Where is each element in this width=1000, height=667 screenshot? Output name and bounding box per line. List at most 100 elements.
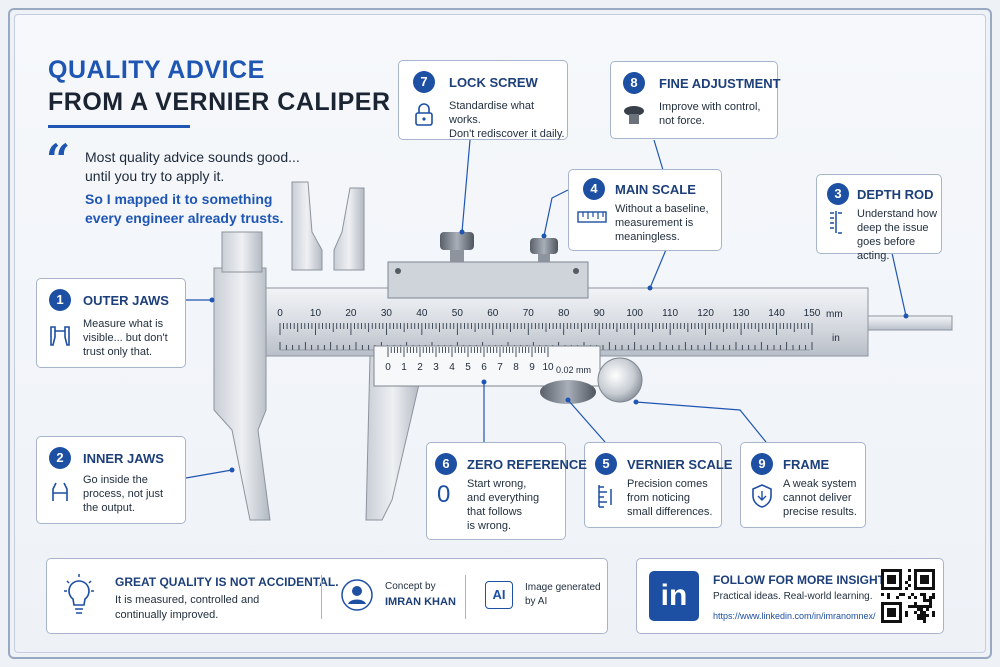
ai-chip-icon: AI: [485, 581, 513, 609]
card-text: Go inside the process, not just the outp…: [83, 474, 164, 514]
thumb-wheel: [540, 380, 596, 404]
card-title: FRAME: [783, 457, 830, 472]
shield-icon: [752, 484, 772, 508]
main-scale-label: 90: [593, 308, 605, 319]
card-title: VERNIER SCALE: [627, 457, 733, 472]
unit-mm: mm: [826, 309, 843, 320]
vernier-label: 7: [497, 362, 503, 373]
linkedin-icon[interactable]: in: [649, 571, 699, 621]
qr-code-icon[interactable]: [881, 569, 935, 623]
follow-title: FOLLOW FOR MORE INSIGHTS: [713, 573, 893, 587]
vernier-label: 0: [385, 362, 391, 373]
outer-jaws-icon: [50, 326, 70, 346]
card-depth-rod: 3 DEPTH ROD Understand how deep the issu…: [816, 174, 942, 262]
main-scale-label: 50: [451, 308, 463, 319]
fine-screw-knob: [530, 238, 558, 262]
fine-adjust-wheel: [597, 357, 643, 403]
intro-strong-line1: So I mapped it to something: [85, 191, 273, 207]
main-scale-label: 100: [626, 308, 643, 319]
main-scale-label: 0: [277, 308, 283, 319]
card-text: Precision comes from noticing small diff…: [627, 478, 713, 518]
badge-6: 6: [435, 453, 457, 475]
zero-icon: 0: [437, 481, 451, 508]
page-title-line1: QUALITY ADVICE: [48, 56, 265, 84]
quality-text: It is measured, controlled and continual…: [115, 594, 260, 621]
lock-screw-knob: [440, 232, 474, 262]
intro-line2: until you try to apply it.: [85, 168, 225, 184]
card-title: FINE ADJUSTMENT: [659, 76, 781, 91]
follow-text: Practical ideas. Real-world learning.: [713, 591, 873, 602]
card-text: Standardise what works. Don't rediscover…: [449, 100, 565, 140]
card-inner-jaws: 2 INNER JAWS Go inside the process, not …: [36, 436, 186, 524]
main-scale-label: 80: [558, 308, 570, 319]
main-scale-label: 130: [732, 308, 750, 319]
main-scale-label: 40: [416, 308, 428, 319]
card-text: A weak system cannot deliver precise res…: [783, 478, 857, 518]
vernier-label: 6: [481, 362, 487, 373]
card-title: OUTER JAWS: [83, 293, 169, 308]
vernier-label: 8: [513, 362, 519, 373]
card-fine-adjustment: 8 FINE ADJUSTMENT Improve with control, …: [610, 61, 781, 139]
badge-8: 8: [623, 72, 645, 94]
footer-follow-panel: in FOLLOW FOR MORE INSIGHTS Practical id…: [636, 558, 944, 634]
depth-rod-icon: [830, 211, 842, 234]
outer-frame: [8, 8, 992, 659]
vernier-resolution: 0.02 mm: [556, 365, 592, 375]
divider: [321, 575, 322, 619]
quote-icon: “: [46, 135, 71, 184]
slider-head: [387, 261, 589, 299]
badge-2: 2: [49, 447, 71, 469]
vernier-scale-icon: [598, 485, 612, 508]
vernier-label: 3: [433, 362, 439, 373]
linkedin-url[interactable]: https://www.linkedin.com/in/imranomnex/: [713, 611, 876, 621]
main-scale-label: 60: [487, 308, 499, 319]
quality-title: GREAT QUALITY IS NOT ACCIDENTAL.: [115, 575, 339, 589]
unit-in: in: [832, 333, 840, 344]
card-title: LOCK SCREW: [449, 75, 538, 90]
card-text: Without a baseline, measurement is meani…: [615, 203, 709, 243]
badge-3: 3: [827, 183, 849, 205]
card-title: MAIN SCALE: [615, 182, 696, 197]
divider: [465, 575, 466, 619]
badge-7: 7: [413, 71, 435, 93]
intro-strong-line2: every engineer already trusts.: [85, 210, 284, 226]
vernier-label: 2: [417, 362, 423, 373]
main-scale-ticks: [279, 323, 813, 350]
card-zero-reference: 6 ZERO REFERENCE 0 Start wrong, and ever…: [426, 442, 587, 540]
intro-line1: Most quality advice sounds good...: [85, 149, 300, 165]
user-icon: [341, 579, 373, 611]
card-title: DEPTH ROD: [857, 187, 934, 202]
main-scale-label: 10: [309, 308, 322, 319]
card-text: Start wrong, and everything that follows…: [467, 478, 540, 532]
card-text: Measure what is visible... but don't tru…: [83, 318, 168, 358]
concept-name: IMRAN KHAN: [385, 596, 456, 608]
vernier-label: 10: [542, 362, 554, 373]
card-main-scale: 4 MAIN SCALE Without a baseline, measure…: [568, 169, 722, 251]
badge-4: 4: [583, 178, 605, 200]
page-title-line2: FROM A VERNIER CALIPER: [48, 88, 391, 116]
fixed-outer-jaw: [213, 267, 271, 521]
vernier-label: 9: [529, 362, 535, 373]
card-text: Understand how deep the issue goes befor…: [857, 208, 938, 262]
badge-9: 9: [751, 453, 773, 475]
title-underline: [48, 125, 190, 128]
vernier-label: 1: [401, 362, 407, 373]
thumb-wheel-icon: [624, 106, 644, 124]
card-outer-jaws: 1 OUTER JAWS Measure what is visible... …: [36, 278, 186, 368]
main-scale-label: 30: [380, 308, 392, 319]
main-scale-label: 150: [803, 308, 821, 319]
card-lock-screw: 7 LOCK SCREW Standardise what works. Don…: [398, 60, 568, 140]
intro-text: Most quality advice sounds good... until…: [85, 148, 325, 186]
main-scale-label: 120: [697, 308, 714, 319]
ai-credit: Image generated by AI: [525, 582, 601, 607]
main-scale-label: 20: [345, 308, 357, 319]
lightbulb-icon: [64, 574, 94, 614]
card-text: Improve with control, not force.: [659, 101, 761, 127]
card-title: INNER JAWS: [83, 451, 164, 466]
ruler-icon: [577, 211, 607, 223]
moving-inner-jaw: [333, 187, 365, 271]
inner-jaws-icon: [52, 482, 68, 501]
badge-1: 1: [49, 289, 71, 311]
intro-highlight: So I mapped it to something every engine…: [85, 190, 325, 228]
